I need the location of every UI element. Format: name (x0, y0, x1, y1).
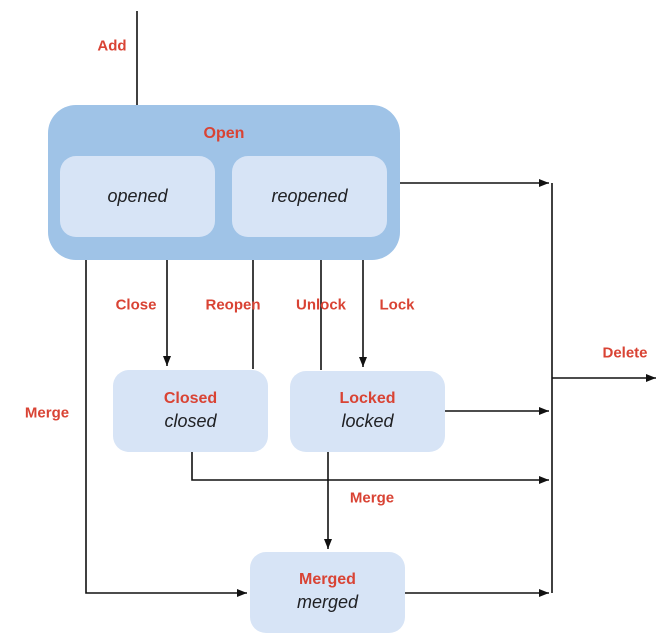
transition-label-close: Close (115, 296, 157, 314)
state-locked-title: Locked (339, 390, 396, 408)
state-locked-subtitle: locked (341, 411, 394, 432)
state-opened-label: opened (107, 186, 168, 206)
edge-closed-to-bus (191, 452, 549, 484)
transition-label-unlock: Unlock (295, 296, 347, 314)
state-open-group-label: Open (203, 125, 245, 142)
state-reopened-label: reopened (271, 186, 348, 206)
transition-label-add: Add (97, 37, 127, 55)
state-locked: Locked locked (290, 371, 445, 452)
state-reopened: reopened (232, 156, 387, 237)
state-closed: Closed closed (113, 370, 268, 452)
transition-label-lock: Lock (379, 296, 415, 314)
state-closed-title: Closed (163, 389, 218, 407)
transition-label-merge-locked: Merge (349, 489, 395, 507)
state-merged-subtitle: merged (296, 592, 359, 613)
transition-label-delete: Delete (602, 344, 648, 362)
state-merged: Merged merged (250, 552, 405, 633)
state-merged-title: Merged (299, 571, 356, 589)
transition-label-reopen: Reopen (205, 296, 261, 314)
transition-label-merge-open: Merge (24, 404, 70, 422)
state-opened: opened (60, 156, 215, 237)
edge-merge-open-arrow (85, 260, 247, 597)
state-closed-subtitle: closed (164, 410, 217, 431)
